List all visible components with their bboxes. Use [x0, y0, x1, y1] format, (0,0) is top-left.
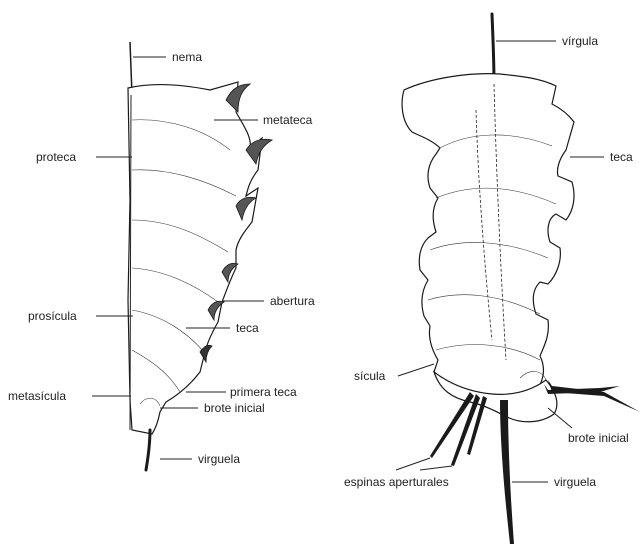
label-teca-right: teca: [610, 150, 633, 164]
left-rhabdosome: [128, 82, 262, 434]
apertural-spine: [548, 380, 640, 412]
label-primera-teca: primera teca: [230, 385, 297, 399]
label-brote-inicial-right: brote inicial: [568, 431, 629, 445]
label-virguela-right: virguela: [554, 475, 596, 489]
right-virguela: [500, 400, 514, 544]
right-specimen: [402, 14, 640, 544]
label-prosicula: prosícula: [28, 309, 77, 323]
label-nema: nema: [172, 50, 202, 64]
label-virguela-left: virguela: [198, 452, 240, 466]
label-brote-inicial-left: brote inicial: [204, 401, 265, 415]
label-teca-left: teca: [236, 321, 259, 335]
label-virgula: vírgula: [562, 34, 598, 48]
label-sicula: sícula: [354, 369, 386, 383]
label-proteca: proteca: [36, 150, 76, 164]
label-espinas-aperturales: espinas aperturales: [344, 475, 449, 489]
label-metateca: metateca: [263, 113, 313, 127]
right-rhabdosome: [402, 74, 574, 402]
label-abertura: abertura: [270, 294, 315, 308]
label-metasicula: metasícula: [8, 389, 66, 403]
left-virguela: [146, 430, 150, 470]
